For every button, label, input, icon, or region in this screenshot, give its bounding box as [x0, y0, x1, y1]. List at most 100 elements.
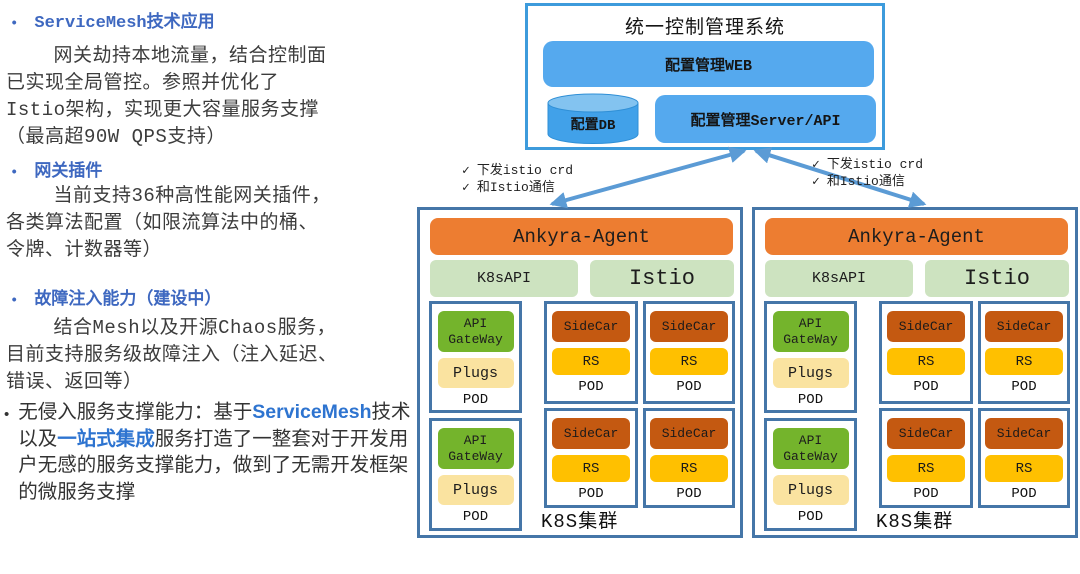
- rs-box: RS: [887, 348, 965, 375]
- rs-box: RS: [985, 455, 1063, 482]
- sidecar-box: SideCar: [552, 311, 630, 342]
- api-gateway-box: API GateWay: [772, 311, 849, 352]
- pod-label: POD: [578, 486, 604, 502]
- api-gateway-box: API GateWay: [772, 428, 849, 469]
- pod-label: POD: [913, 379, 939, 395]
- k8sapi-box: K8sAPI: [430, 260, 578, 297]
- rs-box: RS: [552, 455, 630, 482]
- callout-text: 和Istio通信: [476, 179, 555, 195]
- k8s-cluster-label: K8S集群: [541, 511, 619, 533]
- sidecar-box: SideCar: [650, 311, 728, 342]
- sidecar-box: SideCar: [887, 418, 965, 449]
- sidecar-pod: SideCar RS POD: [879, 301, 973, 404]
- callout-text: 下发istio crd: [826, 157, 924, 172]
- ankyra-agent-bar: Ankyra-Agent: [765, 218, 1068, 255]
- sidecar-pod: SideCar RS POD: [978, 408, 1070, 508]
- bullet-icon: •: [10, 293, 19, 309]
- section-body-fault-injection: 结合Mesh以及开源Chaos服务， 目前支持服务级故障注入（注入延迟、 错误、…: [6, 317, 338, 393]
- sidecar-pod: SideCar RS POD: [544, 301, 638, 404]
- istio-crd-callout-left: ✓ 下发istio crd ✓ 和Istio通信: [462, 163, 573, 196]
- callout-line: ✓ 和Istio通信: [812, 174, 923, 191]
- arrow-control-to-left-cluster: [549, 146, 747, 209]
- bullet-icon: •: [4, 406, 10, 423]
- config-db-label: 配置DB: [570, 118, 616, 134]
- database-icon: [547, 93, 639, 144]
- plugs-box: Plugs: [772, 475, 849, 505]
- pod-label: POD: [462, 392, 489, 408]
- final-text-part: 无侵入服务支撑能力：基于: [18, 401, 253, 423]
- section-body-gateway-plugins: 当前支持36种高性能网关插件， 各类算法配置（如限流算法中的桶、 令牌、计数器等…: [6, 185, 331, 261]
- sidecar-pod: SideCar RS POD: [544, 408, 638, 508]
- pod-label: POD: [578, 379, 604, 395]
- pod-label: POD: [1011, 486, 1037, 502]
- final-text-emphasis: ServiceMesh: [252, 401, 372, 423]
- sidecar-box: SideCar: [650, 418, 728, 449]
- pod-label: POD: [462, 509, 489, 525]
- callout-line: ✓ 和Istio通信: [462, 180, 573, 197]
- plugs-box: Plugs: [772, 358, 849, 388]
- api-gateway-pod: API GateWay Plugs POD: [764, 418, 857, 531]
- check-icon: ✓: [812, 173, 820, 189]
- check-icon: ✓: [812, 157, 820, 172]
- section-heading-fault-injection: • 故障注入能力（建设中）: [10, 284, 221, 310]
- sidecar-box: SideCar: [985, 418, 1063, 449]
- rs-box: RS: [650, 348, 728, 375]
- api-gateway-pod: API GateWay Plugs POD: [429, 418, 522, 531]
- api-gateway-box: API GateWay: [437, 311, 514, 352]
- callout-line: ✓ 下发istio crd: [812, 157, 923, 174]
- sidecar-box: SideCar: [985, 311, 1063, 342]
- k8s-cluster-label: K8S集群: [876, 511, 954, 533]
- section-heading-label: 故障注入能力（建设中）: [34, 291, 222, 310]
- callout-text: 和Istio通信: [826, 173, 905, 189]
- final-text-part: 服务打造了一整套对于开发用户无感的服务支撑能力，做到了无需开发框架的微服务支撑: [18, 427, 409, 503]
- pod-label: POD: [797, 392, 824, 408]
- pod-label: POD: [913, 486, 939, 502]
- section-heading-servicemesh: • ServiceMesh技术应用: [10, 7, 215, 33]
- callout-line: ✓ 下发istio crd: [462, 163, 573, 180]
- istio-box: Istio: [590, 260, 734, 297]
- control-management-panel: 统一控制管理系统 配置管理WEB 配置DB 配置管理Server/API: [525, 3, 885, 150]
- section-heading-gateway-plugins: • 网关插件: [10, 156, 102, 182]
- rs-box: RS: [650, 455, 728, 482]
- k8s-cluster-left: Ankyra-Agent K8sAPI Istio API GateWay Pl…: [417, 207, 743, 538]
- sidecar-box: SideCar: [887, 311, 965, 342]
- final-bullet-text: 无侵入服务支撑能力：基于ServiceMesh技术以及一站式集成服务打造了一整套…: [18, 399, 412, 505]
- sidecar-pod: SideCar RS POD: [643, 408, 735, 508]
- istio-crd-callout-right: ✓ 下发istio crd ✓ 和Istio通信: [812, 157, 923, 190]
- sidecar-pod: SideCar RS POD: [978, 301, 1070, 404]
- pod-label: POD: [797, 509, 824, 525]
- sidecar-box: SideCar: [552, 418, 630, 449]
- plugs-box: Plugs: [437, 358, 514, 388]
- pod-label: POD: [1011, 379, 1037, 395]
- api-gateway-box: API GateWay: [437, 428, 514, 469]
- section-body-servicemesh: 网关劫持本地流量，结合控制面 已实现全局管控。参照并优化了 Istio架构，实现…: [6, 45, 327, 148]
- check-icon: ✓: [462, 163, 470, 178]
- api-gateway-pod: API GateWay Plugs POD: [764, 301, 857, 413]
- rs-box: RS: [552, 348, 630, 375]
- section-heading-label: ServiceMesh技术应用: [34, 14, 215, 33]
- callout-text: 下发istio crd: [476, 163, 574, 178]
- k8s-cluster-right: Ankyra-Agent K8sAPI Istio API GateWay Pl…: [752, 207, 1078, 538]
- final-bullet: • 无侵入服务支撑能力：基于ServiceMesh技术以及一站式集成服务打造了一…: [4, 399, 412, 505]
- sidecar-pod: SideCar RS POD: [643, 301, 735, 404]
- config-server-api-box: 配置管理Server/API: [655, 95, 876, 143]
- control-panel-title: 统一控制管理系统: [624, 17, 785, 39]
- sidecar-pod: SideCar RS POD: [879, 408, 973, 508]
- api-gateway-pod: API GateWay Plugs POD: [429, 301, 522, 413]
- rs-box: RS: [985, 348, 1063, 375]
- config-db-cylinder: 配置DB: [545, 93, 641, 146]
- final-text-part: 技术以及: [18, 401, 411, 450]
- final-text-emphasis: 一站式集成: [57, 427, 155, 450]
- config-web-box: 配置管理WEB: [543, 41, 874, 87]
- pod-label: POD: [676, 379, 702, 395]
- check-icon: ✓: [462, 179, 470, 195]
- ankyra-agent-bar: Ankyra-Agent: [430, 218, 733, 255]
- bullet-icon: •: [10, 16, 19, 32]
- plugs-box: Plugs: [437, 475, 514, 505]
- istio-box: Istio: [925, 260, 1069, 297]
- pod-label: POD: [676, 486, 702, 502]
- rs-box: RS: [887, 455, 965, 482]
- text-column: • ServiceMesh技术应用 网关劫持本地流量，结合控制面 已实现全局管控…: [0, 0, 418, 574]
- section-heading-label: 网关插件: [34, 163, 103, 182]
